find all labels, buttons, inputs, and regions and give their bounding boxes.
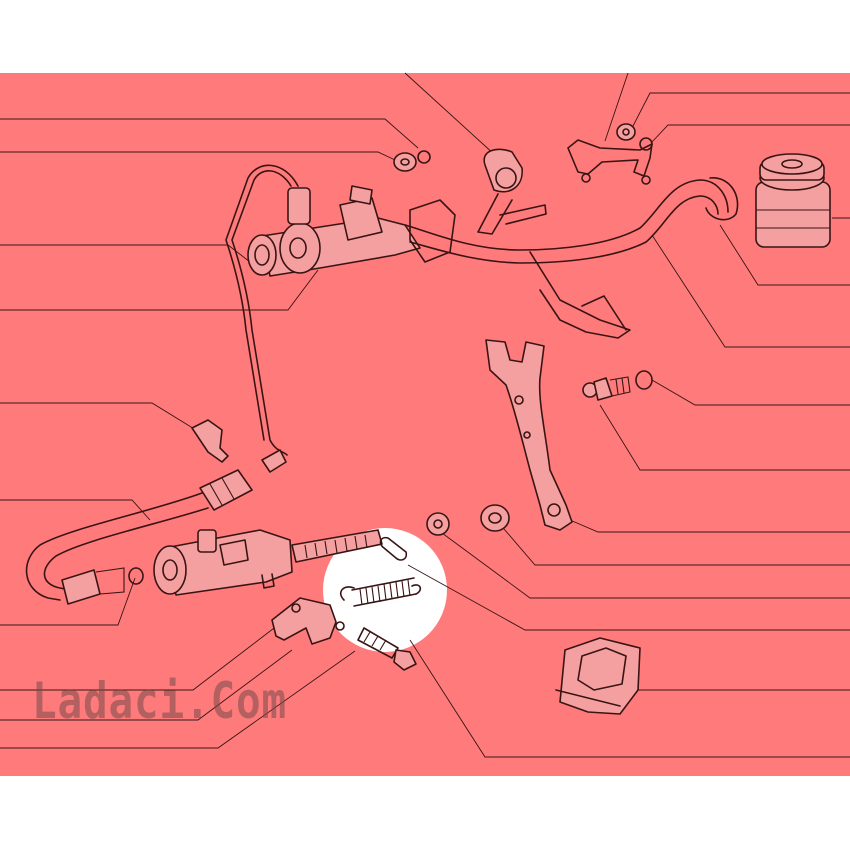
nut-washer-fork xyxy=(426,504,510,536)
nut-washer-top xyxy=(616,123,653,151)
overlay-panel xyxy=(0,73,850,776)
leader-lines xyxy=(0,72,850,758)
slave-cylinder xyxy=(153,529,383,596)
flexible-hose xyxy=(25,469,253,605)
bolt xyxy=(357,627,417,671)
clutch-master-cylinder xyxy=(247,185,456,277)
clutch-fork xyxy=(485,339,573,531)
reservoir xyxy=(755,153,831,248)
reservoir-hose xyxy=(404,179,729,251)
rubber-boot xyxy=(555,637,641,715)
hose-clamp xyxy=(705,177,739,221)
nut-washer-left xyxy=(393,150,431,172)
pedal-bracket xyxy=(567,139,653,185)
split-pin xyxy=(379,536,408,561)
hydraulic-pipe xyxy=(231,170,292,456)
return-spring xyxy=(339,577,422,607)
pivot-ball-stud xyxy=(582,370,653,401)
spring-bracket xyxy=(271,597,345,645)
pedal xyxy=(477,148,631,339)
pipe-union xyxy=(261,449,287,473)
watermark: Ladaci.Com xyxy=(32,672,288,730)
pipe-clip xyxy=(191,419,229,463)
